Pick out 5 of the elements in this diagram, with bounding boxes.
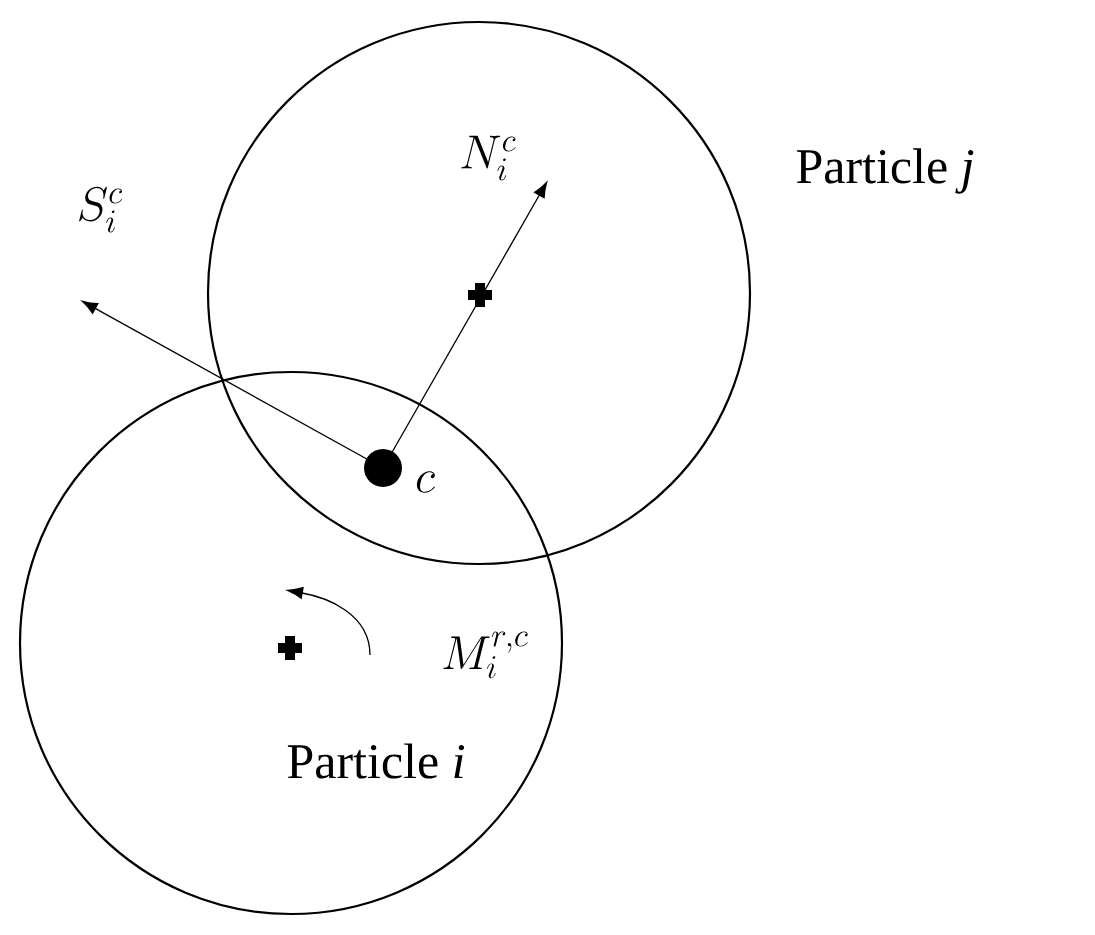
node-label: Particle j <box>796 148 974 194</box>
symbol-label: $N_i^c$ <box>461 135 516 181</box>
symbol-label: $S_i^c$ <box>79 186 123 233</box>
symbol-label: $c$ <box>416 471 435 493</box>
symbol-label: $M_i^{r,c}$ <box>443 631 528 679</box>
